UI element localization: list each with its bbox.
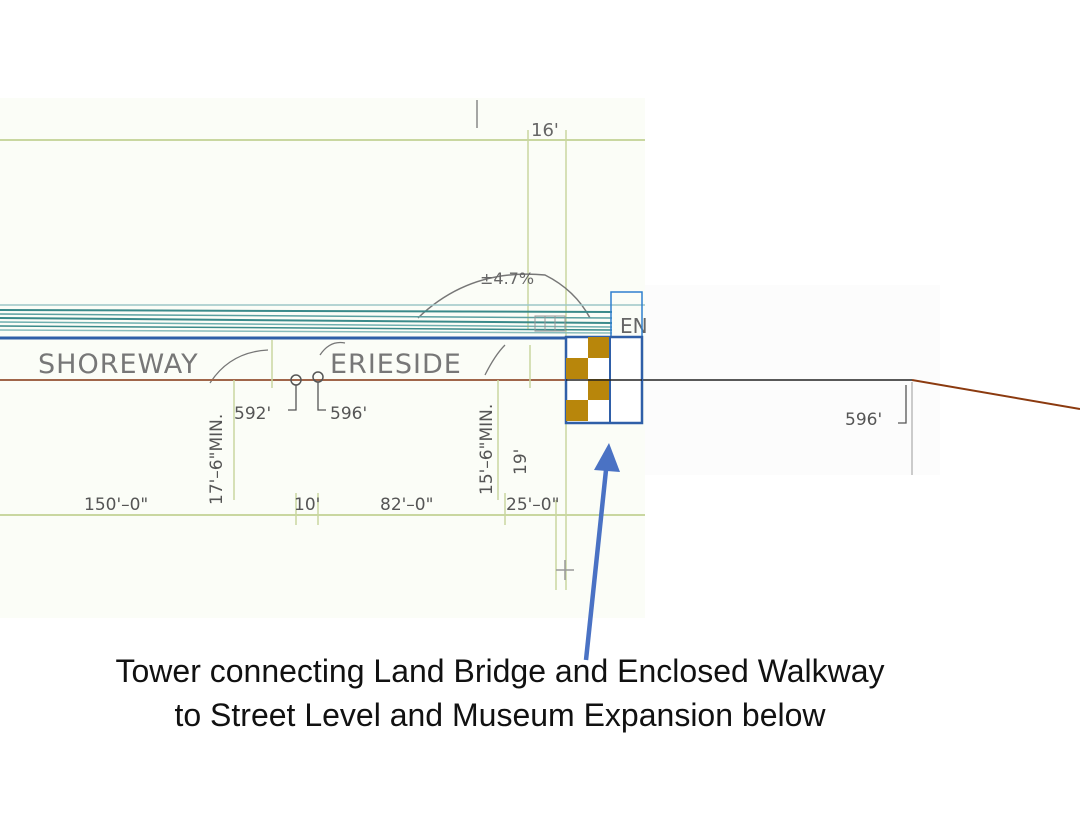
caption-line-1: Tower connecting Land Bridge and Enclose… [115,653,885,689]
caption-line-2: to Street Level and Museum Expansion bel… [174,697,826,733]
width-150: 150'–0" [84,495,148,515]
callout-arrow [583,443,620,661]
elevation-leader-right [898,385,907,424]
leader-shoreway [209,349,269,384]
tower-cell [588,379,610,400]
elevation-leader-596 [317,382,326,411]
elevation-596-left: 596' [330,404,367,424]
width-25: 25'–0" [506,495,559,515]
height-19: 19' [511,449,531,475]
partial-label: EN [620,314,648,338]
elevation-leader-592 [288,385,297,411]
leader-erieside [319,341,346,356]
land-bridge [0,304,645,334]
leader-erieside-2 [484,344,506,376]
grade-label: ±4.7% [480,269,534,288]
elevation-592: 592' [234,404,271,424]
width-82: 82'–0" [380,495,433,515]
width-10: 10' [294,495,320,515]
tower [564,291,644,425]
street-label-shoreway: SHOREWAY [38,349,199,380]
tower-cell [588,337,610,358]
clearance-17-6: 17'–6"MIN. [207,414,227,505]
drawing-background [0,98,645,618]
grade-arc [417,273,591,319]
top-dimension: 16' [531,120,559,141]
tower-cell [566,358,588,379]
ground-slope-line [911,379,1080,410]
street-label-erieside: ERIESIDE [330,349,462,380]
clearance-15-6: 15'–6"MIN. [477,404,497,495]
elevation-596-right: 596' [845,410,882,430]
tower-cell [566,400,588,421]
